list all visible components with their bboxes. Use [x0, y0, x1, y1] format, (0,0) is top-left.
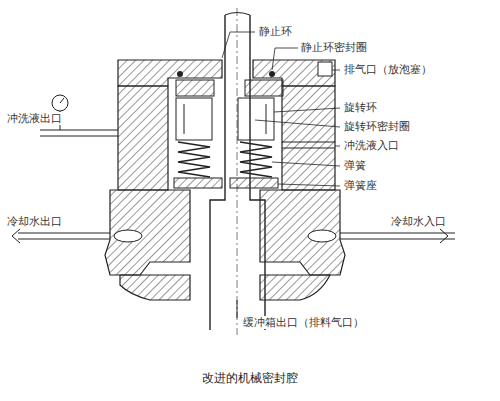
vent-plug [318, 62, 332, 76]
cooling-pipe [18, 233, 110, 239]
stationary-ring [176, 80, 214, 96]
caption: 改进的机械密封腔 [0, 370, 500, 387]
part-label: 静止环 [258, 25, 293, 38]
part-label: 排气口（放泡塞） [343, 63, 433, 76]
spring [178, 142, 210, 177]
part-label: 弹簧座 [343, 179, 378, 192]
spring [240, 142, 272, 177]
part-label: 弹簧 [343, 159, 367, 172]
spring-seat [174, 178, 222, 188]
rotating-ring [238, 98, 274, 140]
rotating-ring [176, 98, 212, 140]
part-label: 冲洗液入口 [343, 139, 400, 152]
shaft [210, 15, 265, 330]
part-label: 旋转环密封圈 [343, 120, 411, 133]
part-label: 冲洗液出口 [6, 112, 63, 125]
pressure-gauge [52, 95, 68, 111]
o-ring [177, 71, 183, 77]
part-label: 旋转环 [343, 101, 378, 114]
pump-body [260, 190, 345, 275]
part-label: 冷却水入口 [390, 215, 447, 228]
pump-body [120, 275, 190, 300]
cooling-pipe [340, 233, 455, 239]
part-label: 缓冲箱出口（排料气口） [242, 316, 365, 329]
pump-body [260, 275, 330, 300]
part-label: 静止环密封圈 [300, 41, 368, 54]
seal-housing [282, 86, 335, 190]
part-label: 冷却水出口 [6, 215, 63, 228]
o-ring [269, 71, 275, 77]
pump-body [105, 190, 190, 275]
seal-housing [118, 86, 168, 190]
